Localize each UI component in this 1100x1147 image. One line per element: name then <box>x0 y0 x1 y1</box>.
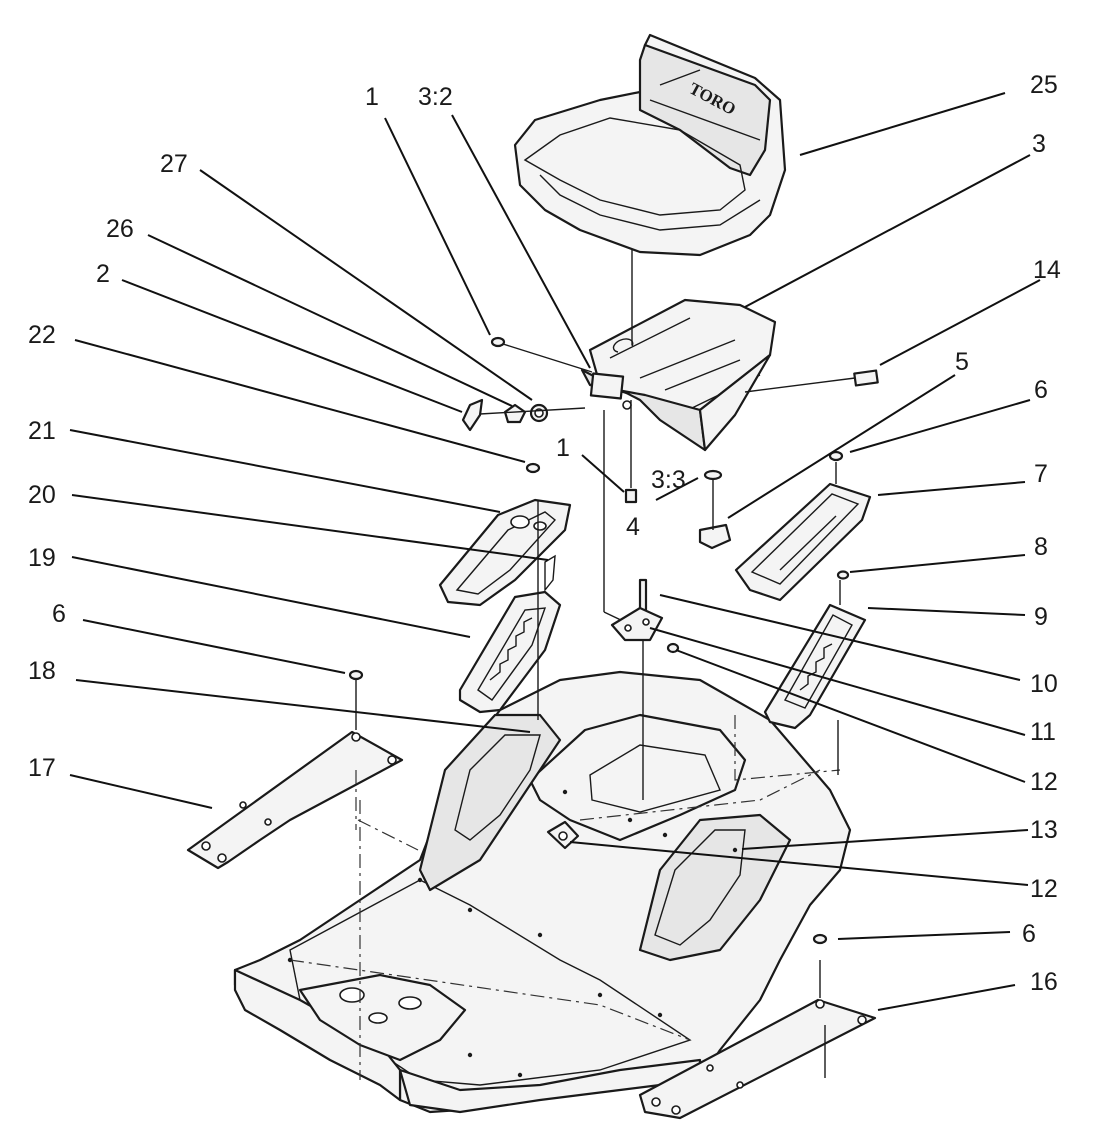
callout-16: 16 <box>1030 968 1058 996</box>
seat: TORO <box>513 33 787 257</box>
callout-19: 19 <box>28 544 56 572</box>
callout-13: 13 <box>1030 816 1058 844</box>
right-deflector-stack <box>734 450 872 775</box>
callout-11: 11 <box>1030 718 1056 746</box>
right-footrest-plate <box>638 933 877 1120</box>
callout-27: 27 <box>160 150 188 178</box>
callout-14: 14 <box>1033 256 1061 284</box>
callout-6-lower: 6 <box>1022 920 1036 948</box>
callout-17: 17 <box>28 754 56 782</box>
callout-20: 20 <box>28 481 56 509</box>
bracket-hardware <box>461 336 680 800</box>
left-deflector-stack <box>438 462 572 720</box>
callout-4: 4 <box>626 513 640 541</box>
seat-mounting-bracket <box>580 230 879 623</box>
callout-22: 22 <box>28 321 56 349</box>
callout-12-lower: 12 <box>1030 875 1058 903</box>
callout-25: 25 <box>1030 71 1058 99</box>
callout-21: 21 <box>28 417 56 445</box>
callout-1-mid: 1 <box>556 434 570 462</box>
callout-5: 5 <box>955 348 969 376</box>
left-footrest-plate <box>186 669 419 870</box>
callout-7: 7 <box>1034 460 1048 488</box>
callout-3: 3 <box>1032 130 1046 158</box>
callout-labels: 25 3 1 3:2 27 26 2 22 14 5 6 21 1 3:3 4 … <box>28 71 1061 996</box>
callout-12-upper: 12 <box>1030 768 1058 796</box>
callout-2: 2 <box>96 260 110 288</box>
callout-18: 18 <box>28 657 56 685</box>
fender-frame <box>233 670 852 1114</box>
callout-6-upper: 6 <box>1034 376 1048 404</box>
callout-3-3: 3:3 <box>651 466 686 494</box>
callout-10: 10 <box>1030 670 1058 698</box>
callout-6-left: 6 <box>52 600 66 628</box>
callout-3-2: 3:2 <box>418 83 453 111</box>
callout-26: 26 <box>106 215 134 243</box>
callout-9: 9 <box>1034 603 1048 631</box>
leader-lines <box>69 92 1041 1011</box>
callout-8: 8 <box>1034 533 1048 561</box>
callout-1-top: 1 <box>365 83 379 111</box>
